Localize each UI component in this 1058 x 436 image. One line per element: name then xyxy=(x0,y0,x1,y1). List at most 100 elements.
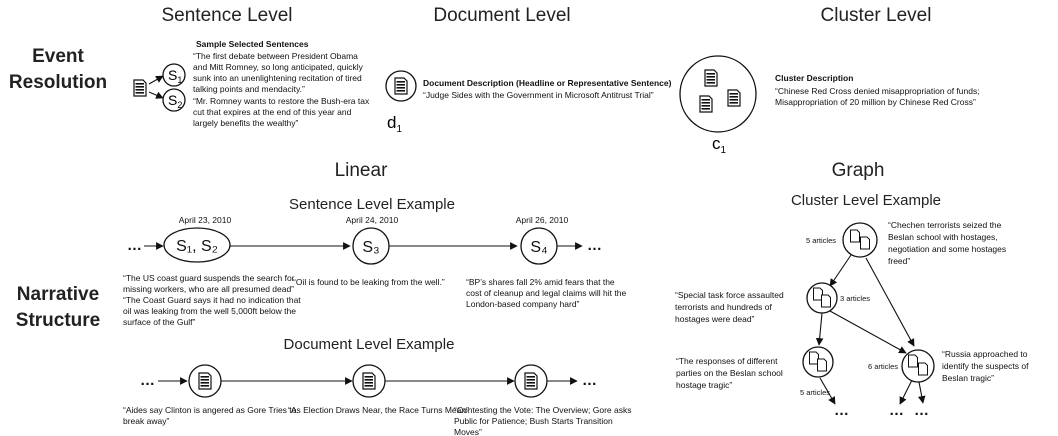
node-text-line: “The Coast Guard says it had no indicati… xyxy=(123,295,301,305)
sample-sentences-title: Sample Selected Sentences xyxy=(196,39,309,49)
sample-sentence-line: talking points and mendacity.” xyxy=(193,84,305,94)
linear-heading: Linear xyxy=(335,160,388,181)
s2-sub: 2 xyxy=(177,100,182,110)
row-header-narrative-1: Narrative xyxy=(17,284,99,305)
document-icon xyxy=(821,294,831,308)
graph-ellipsis: … xyxy=(834,402,849,419)
graph-ellipsis: … xyxy=(914,402,929,419)
s2-label: S xyxy=(168,92,177,108)
row-header-event-2: Resolution xyxy=(9,72,107,93)
node-text-line: “BP’s shares fall 2% amid fears that the xyxy=(466,277,615,287)
sample-sentence-line: and Mitt Romney, so long anticipated, qu… xyxy=(193,62,364,72)
document-icon xyxy=(727,89,741,107)
document-icon xyxy=(133,79,147,97)
doc-text-line: break away” xyxy=(123,416,169,426)
sample-sentence-line: largely benefits the wealthy” xyxy=(193,118,299,128)
document-icon xyxy=(699,95,713,113)
cluster-text-line: hostage tragic” xyxy=(676,380,732,390)
s1-sub: 1 xyxy=(177,75,182,85)
sample-sentence-line: sunk into an unenlightening recitation o… xyxy=(193,73,362,83)
chain-ellipsis-right: … xyxy=(587,237,602,254)
column-header-cluster: Cluster Level xyxy=(821,5,932,26)
row-header-narrative-2: Structure xyxy=(16,310,100,331)
cluster-description-title: Cluster Description xyxy=(775,73,853,83)
chain-ellipsis-left: … xyxy=(127,237,142,254)
s1-label: S xyxy=(168,67,177,83)
cluster-text-line: “Special task force assaulted xyxy=(675,290,784,300)
node-label: S₄ xyxy=(530,239,547,256)
node-date: April 26, 2010 xyxy=(516,215,569,225)
node-text-line: London-based company hard” xyxy=(466,299,580,309)
document-description-text: “Judge Sides with the Government in Micr… xyxy=(423,90,654,100)
cluster-text-line: hostages were dead” xyxy=(675,314,755,324)
cluster-description-line: Misappropriation of 20 million by Chines… xyxy=(775,97,976,107)
cluster-text-line: parties on the Beslan school xyxy=(676,368,783,378)
cluster-example-heading: Cluster Level Example xyxy=(791,192,941,209)
document-icon xyxy=(850,229,860,243)
sample-sentence-line: “The first debate between President Obam… xyxy=(193,51,358,61)
document-icon xyxy=(198,372,212,390)
document-example-heading: Document Level Example xyxy=(284,336,455,353)
graph-heading: Graph xyxy=(832,160,885,181)
document-icon xyxy=(908,354,918,368)
node-text-line: cost of cleanup and legal claims will hi… xyxy=(466,288,626,298)
column-header-document: Document Level xyxy=(433,5,570,26)
node-text-line: surface of the Gulf” xyxy=(123,317,195,327)
c1-label: c xyxy=(712,134,721,153)
sample-sentence-line: “Mr. Romney wants to restore the Bush-er… xyxy=(193,96,370,106)
chain-ellipsis-right: … xyxy=(582,372,597,389)
d1-sub: 1 xyxy=(396,124,402,135)
node-date: April 23, 2010 xyxy=(179,215,232,225)
node-label: S₁, S₂ xyxy=(176,238,218,255)
document-icon xyxy=(860,236,870,250)
svg-text:S1: S1 xyxy=(168,67,182,85)
articles-count: 6 articles xyxy=(868,362,898,371)
sentence-node-s2 xyxy=(162,88,186,112)
cluster-text-line: identify the suspects of xyxy=(942,361,1029,371)
doc-text-line: Public for Patience; Bush Starts Transit… xyxy=(454,416,613,426)
document-icon xyxy=(394,77,408,95)
cluster-text-line: “Chechen terrorists seized the xyxy=(888,220,1002,230)
node-text-line: “Oil is found to be leaking from the wel… xyxy=(293,277,445,287)
cluster-graph: 5 articles “Chechen terrorists seized th… xyxy=(675,220,1029,419)
articles-count: 5 articles xyxy=(800,388,830,397)
document-icon xyxy=(918,362,928,376)
articles-count: 5 articles xyxy=(806,236,836,245)
node-label: S₃ xyxy=(362,239,379,256)
chain-ellipsis-left: … xyxy=(140,372,155,389)
document-icon xyxy=(362,372,376,390)
doc-text-line: “Aides say Clinton is angered as Gore Tr… xyxy=(123,405,297,415)
node-text-line: oil was leaking from the well 5,000ft be… xyxy=(123,306,296,316)
document-icon xyxy=(817,358,827,372)
doc-text-line: “As Election Draws Near, the Race Turns … xyxy=(288,405,469,415)
sentence-level-example-group: S1 S2 Sample Selected Sentences “The fir… xyxy=(133,39,370,128)
cluster-text-line: “Russia approached to xyxy=(942,349,1028,359)
sentence-node-s1 xyxy=(162,63,186,87)
sample-sentence-line: cut that expires at the end of this year… xyxy=(193,107,352,117)
doc-text-line: Moves” xyxy=(454,427,482,436)
node-text-line: “The US coast guard suspends the search … xyxy=(123,273,295,283)
cluster-description-line: “Chinese Red Cross denied misappropriati… xyxy=(775,86,980,96)
graph-ellipsis: … xyxy=(889,402,904,419)
document-icon xyxy=(524,372,538,390)
document-description-title: Document Description (Headline or Repres… xyxy=(423,78,672,88)
cluster-text-line: terrorists and hundreds of xyxy=(675,302,772,312)
node-text-line: missing workers, who are all presumed de… xyxy=(123,284,294,294)
c1-sub: 1 xyxy=(721,145,727,156)
node-date: April 24, 2010 xyxy=(346,215,399,225)
cluster-text-line: “The responses of different xyxy=(676,356,778,366)
sentence-example-heading: Sentence Level Example xyxy=(289,196,455,213)
d1-label: d xyxy=(387,113,396,132)
document-icon xyxy=(704,69,718,87)
sentence-node-s1-s2 xyxy=(163,227,231,263)
articles-count: 3 articles xyxy=(840,294,870,303)
cluster-text-line: Beslan tragic” xyxy=(942,373,994,383)
cluster-level-group: c1 Cluster Description “Chinese Red Cros… xyxy=(679,55,980,156)
svg-text:c1: c1 xyxy=(712,134,727,156)
cluster-text-line: negotiation and some hostages xyxy=(888,244,1006,254)
column-header-sentence: Sentence Level xyxy=(162,5,293,26)
svg-text:d1: d1 xyxy=(387,113,402,135)
cluster-text-line: Beslan school with hostages, xyxy=(888,232,998,242)
cluster-node-c1 xyxy=(679,55,757,133)
